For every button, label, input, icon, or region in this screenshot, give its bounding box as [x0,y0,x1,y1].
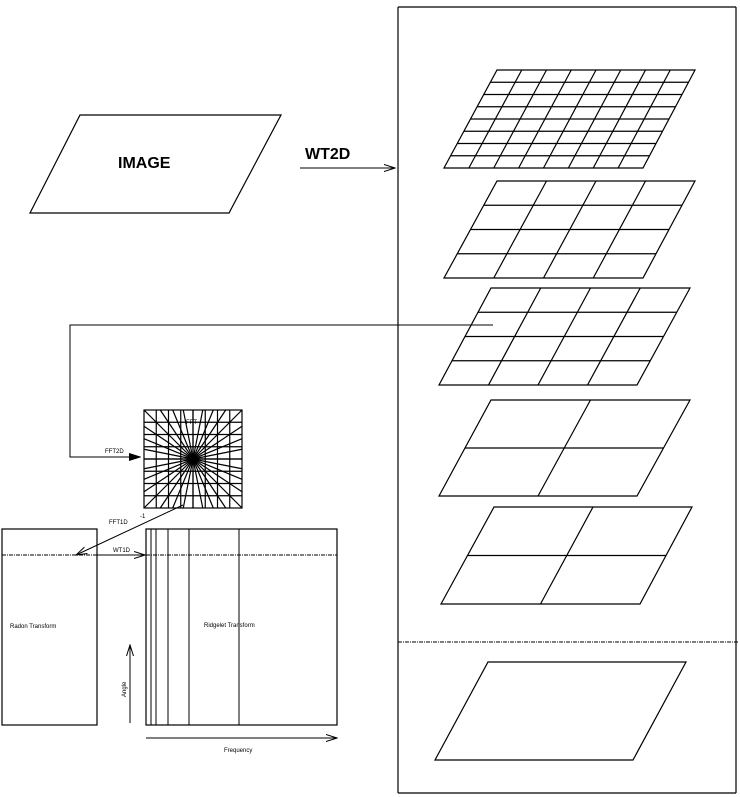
wt1d-label: WT1D [113,548,131,554]
wt2d-arrow: WT2D [300,146,395,168]
grid-col-line [567,69,622,169]
fft1d-inverse-arrow: FFT1D -1 [76,504,184,555]
wavelet-scale-5 [439,506,694,605]
radon-block: Radon Transform [1,528,98,726]
grid-col-line [537,399,592,497]
wavelet-scale-3 [437,287,692,386]
scale-outline [442,180,697,279]
fft-label: FFT [186,420,197,426]
grid-col-line [592,180,647,279]
wavelet-scale-1 [442,69,696,169]
grid-col-line [592,69,647,169]
image-block: IMAGE [29,114,282,214]
scale-outline [437,287,692,386]
ridgelet-label: Ridgelet Transform [204,623,255,629]
fft2d-connector: FFT2D [69,324,493,457]
grid-col-line [542,180,597,279]
angle-axis: Angle [122,645,130,723]
grid-col-line [542,69,597,169]
wt1d-arrow: WT1D [97,548,145,555]
grid-col-line [586,287,641,386]
coarse-plane [433,661,688,761]
fft-block: FFT [143,409,243,509]
wavelet-scale-4 [437,399,692,497]
frequency-label: Frequency [224,748,252,754]
angle-label: Angle [122,681,128,697]
grid-col-line [468,69,523,169]
grid-col-line [518,69,572,169]
wavelet-scale-2 [442,180,697,279]
fft-ray [143,448,243,470]
scale-outline [439,506,694,605]
grid-col-line [493,69,548,169]
wavelet-frame [397,6,738,794]
ridgelet-block: Ridgelet Transform [145,528,338,726]
grid-col-line [617,69,671,169]
grid-col-line [487,287,542,386]
grid-col-line [537,287,592,386]
scale-outline [442,69,696,169]
wt2d-label: WT2D [305,146,350,163]
frequency-axis: Frequency [146,738,337,754]
grid-col-line [493,180,548,279]
grid-col-line [539,506,594,605]
wavelet-scales [437,69,697,605]
fft1d-inv-label: FFT1D [109,520,128,526]
image-label: IMAGE [118,155,171,172]
fft2d-label: FFT2D [105,449,124,455]
fft1d-inv-exponent: -1 [140,514,146,520]
scale-outline [437,399,692,497]
radon-label: Radon Transform [10,624,56,630]
